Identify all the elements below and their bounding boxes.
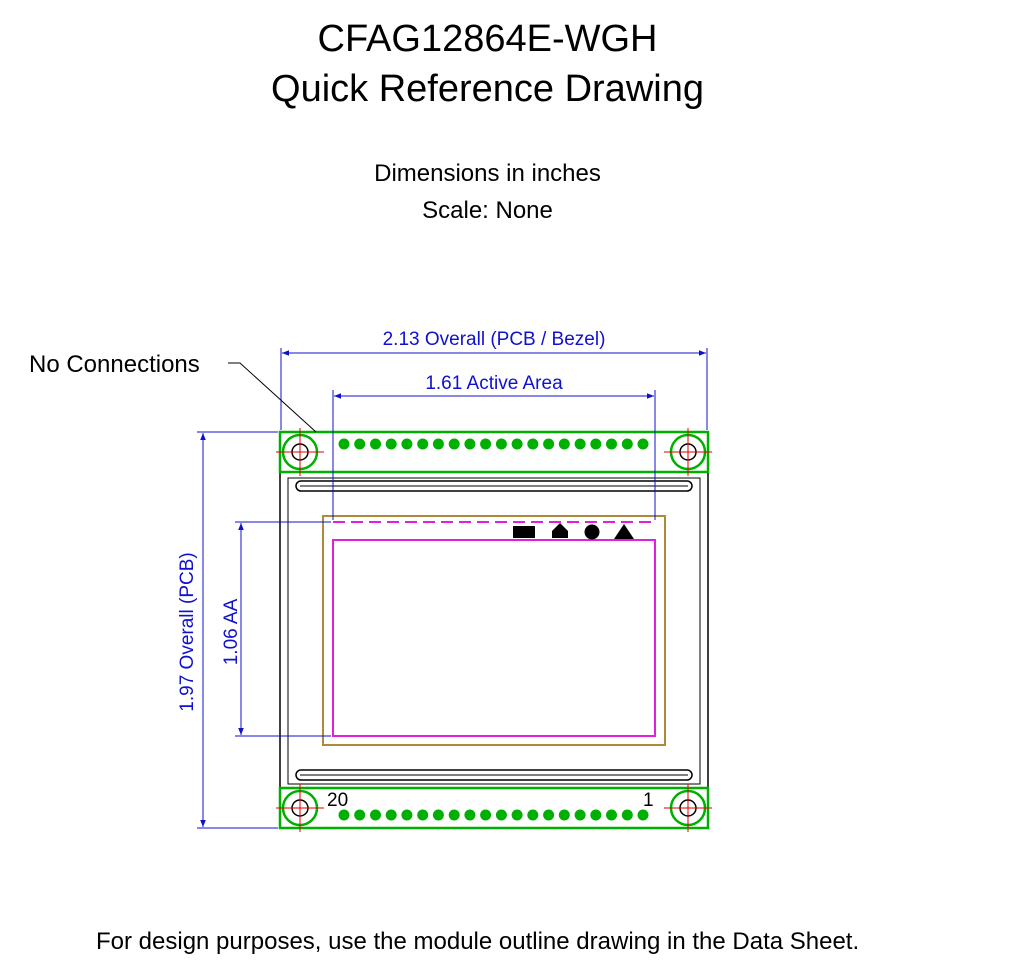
bottom-connector-pin [495,809,507,821]
top-connector-pin [527,438,539,450]
bottom-connector-pin [370,809,381,821]
active-area [332,539,656,737]
top-connector-pin [606,438,617,450]
no-connections-callout: No Connections [29,351,200,378]
pcb-top-strip [278,430,710,474]
bottom-connector-pin [354,809,366,821]
dim-overall-height-label: 1.97 Overall (PCB) [177,552,198,711]
bottom-connector-pin [432,809,444,821]
bezel [322,515,666,746]
module-inner-outline [287,477,701,785]
top-connector-pin [511,438,523,450]
bottom-rail [295,769,693,781]
top-connector-pin [385,438,397,450]
top-connector-pin [432,438,444,450]
bottom-connector-pin [637,809,649,821]
mounting-holes [276,428,712,832]
top-connector-pin [417,438,429,450]
connector-pins-top [338,438,649,450]
bottom-connector-pin [480,809,492,821]
bottom-connector-pin [338,809,350,821]
triangle-icon [614,524,634,539]
bottom-connector-pin [621,809,633,821]
top-connector-pin [448,438,460,450]
bottom-connector-pin [606,809,617,821]
bottom-connector-pin [543,809,555,821]
pin-label-1: 1 [643,790,654,811]
callout-leader [228,362,317,433]
dim-overall-width-label: 2.13 Overall (PCB / Bezel) [383,329,606,350]
battery-icon [513,526,535,538]
dim-active-height-label: 1.06 AA [221,598,242,665]
top-connector-pin [543,438,555,450]
scale-note: Scale: None [422,197,553,224]
top-connector-pin [621,438,633,450]
top-connector-pin [370,438,381,450]
drawing-title-description: Quick Reference Drawing [271,68,704,110]
footer-note: For design purposes, use the module outl… [96,928,860,955]
mounting-hole [276,784,324,832]
bottom-connector-pin [590,809,602,821]
mounting-hole [664,784,712,832]
top-connector-pin [574,438,586,450]
top-connector-pin [590,438,602,450]
top-connector-pin [401,438,413,450]
top-connector-pin [637,438,649,450]
dim-active-width-label: 1.61 Active Area [425,373,563,394]
top-connector-pin [495,438,507,450]
bottom-connector-pin [448,809,460,821]
bottom-connector-pin [527,809,539,821]
home-icon [552,523,568,538]
drawing-title-part-number: CFAG12864E-WGH [317,18,658,60]
top-rail [295,480,693,492]
top-connector-pin [354,438,366,450]
top-connector-pin [464,438,476,450]
connector-pins-bottom [338,809,649,821]
dot-icon [584,524,600,540]
mounting-hole [276,428,324,476]
bottom-connector-pin [464,809,476,821]
bottom-connector-pin [558,809,570,821]
pin-label-20: 20 [327,790,348,811]
bottom-connector-pin [574,809,586,821]
mounting-hole [664,428,712,476]
bottom-connector-pin [417,809,429,821]
bottom-connector-pin [401,809,413,821]
top-connector-pin [558,438,570,450]
units-note: Dimensions in inches [374,160,601,187]
bottom-connector-pin [511,809,523,821]
top-connector-pin [480,438,492,450]
top-connector-pin [338,438,350,450]
bottom-connector-pin [385,809,397,821]
